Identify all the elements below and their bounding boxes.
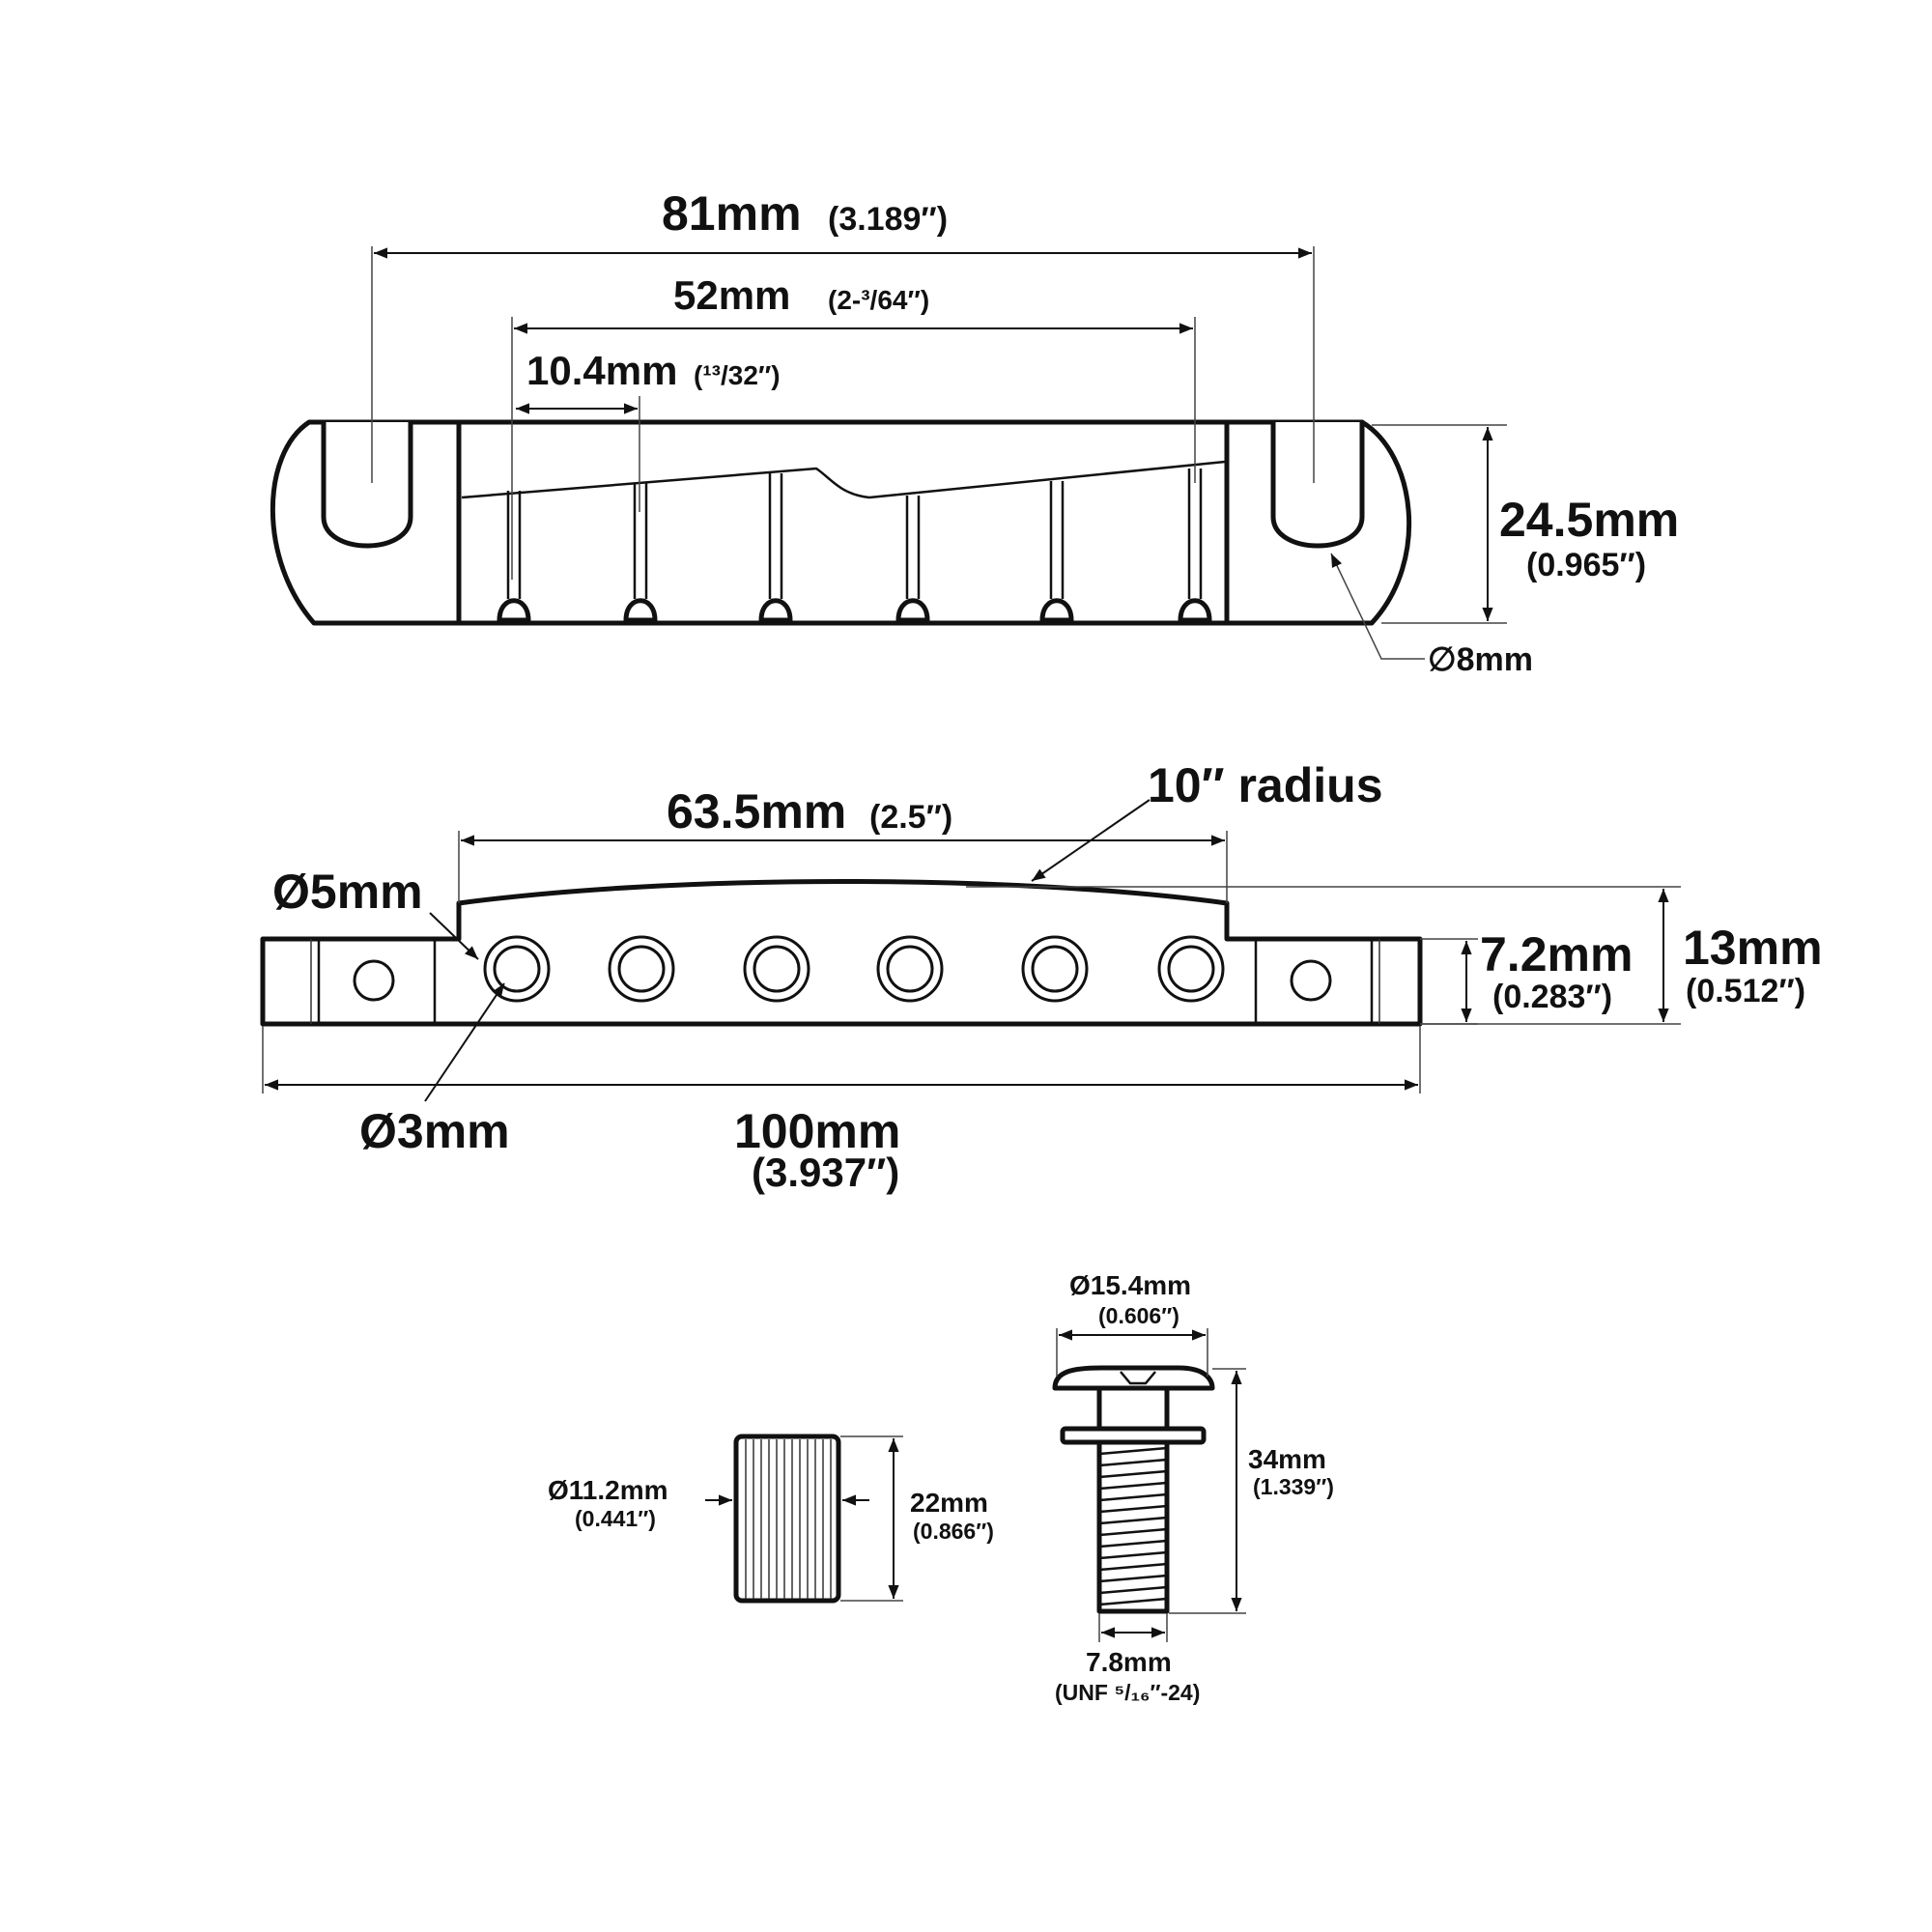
tailpiece-top-view — [270, 419, 1412, 626]
radius-leader — [1031, 799, 1151, 882]
string-channels — [497, 469, 1212, 623]
bevel-hole-leader — [429, 912, 479, 960]
string-channel — [497, 491, 531, 623]
stud-neck — [1096, 1385, 1170, 1432]
front-view-dimensions: 63.5mm (2.5″) 10″ radius Ø5mm Ø3mm 100mm… — [262, 758, 1823, 1195]
total-length-label: 100mm — [734, 1104, 900, 1158]
height-imperial: (0.965″) — [1526, 547, 1646, 583]
total-length-imperial: (3.937″) — [752, 1150, 899, 1195]
thumbwheel-knurling — [745, 1439, 832, 1599]
left-mounting-hole — [353, 959, 395, 1002]
hole-span-label: 63.5mm — [667, 784, 846, 838]
tailpiece-body — [456, 419, 1230, 626]
right-mounting-hole — [1290, 959, 1332, 1002]
overall-span-imperial: (3.189″) — [828, 201, 948, 238]
tailpiece-front-view — [260, 879, 1423, 1027]
string-channel — [1178, 469, 1212, 623]
bevel-hole-label: Ø5mm — [272, 865, 423, 919]
slot-diameter-label: ∅8mm — [1428, 641, 1533, 678]
top-view-dimensions: 81mm (3.189″) 52mm (2-³/64″) 10.4mm (¹³/… — [371, 186, 1679, 678]
stud-thread-lines — [1098, 1446, 1168, 1606]
stud-thread — [1096, 1439, 1170, 1614]
right-stud-slot — [1270, 419, 1365, 549]
string-channel — [623, 483, 658, 623]
end-height-label: 7.2mm — [1480, 927, 1633, 981]
string-channel — [895, 496, 930, 623]
string-hole — [1157, 935, 1225, 1003]
thumbwheel-diameter-imperial: (0.441″) — [575, 1506, 656, 1531]
string-hole — [608, 935, 675, 1003]
overall-span-label: 81mm — [662, 186, 802, 241]
string-hole — [483, 935, 551, 1003]
string-spacing-label: 10.4mm — [526, 348, 677, 393]
height-label: 24.5mm — [1499, 493, 1679, 547]
string-hole — [1021, 935, 1089, 1003]
sloped-face-edge — [461, 460, 1226, 499]
front-view-body — [260, 879, 1423, 1027]
stud-head-diameter-imperial: (0.606″) — [1098, 1303, 1179, 1328]
post-span-label: 52mm — [673, 272, 790, 318]
string-hole — [743, 935, 810, 1003]
string-hole-label: Ø3mm — [359, 1104, 510, 1158]
radius-label: 10″ radius — [1148, 758, 1383, 812]
stud-thread-diameter-label: 7.8mm — [1086, 1647, 1172, 1677]
stud-length-label: 34mm — [1248, 1444, 1326, 1474]
left-stud-slot — [321, 419, 413, 549]
stud-thread-diameter-imperial: (UNF ⁵/₁₆″-24) — [1055, 1680, 1200, 1705]
string-channel — [758, 473, 793, 623]
post-span-imperial: (2-³/64″) — [828, 285, 929, 315]
thumbwheel: Ø11.2mm (0.441″) 22mm (0.866″) — [548, 1434, 994, 1604]
thumbwheel-diameter-label: Ø11.2mm — [548, 1475, 668, 1505]
mounting-stud: Ø15.4mm (0.606″) 34mm (1.339″) 7.8mm (UN… — [1052, 1270, 1334, 1705]
center-height-label: 13mm — [1683, 921, 1823, 975]
end-height-imperial: (0.283″) — [1492, 979, 1612, 1015]
string-channel — [1039, 481, 1074, 623]
string-hole — [876, 935, 944, 1003]
stud-head-diameter-label: Ø15.4mm — [1069, 1270, 1191, 1300]
hole-span-imperial: (2.5″) — [869, 799, 952, 836]
center-height-imperial: (0.512″) — [1686, 973, 1805, 1009]
string-spacing-imperial: (¹³/32″) — [694, 360, 781, 390]
thumbwheel-height-label: 22mm — [910, 1488, 988, 1518]
stud-head — [1052, 1365, 1215, 1391]
thumbwheel-height-imperial: (0.866″) — [913, 1519, 994, 1544]
stud-length-imperial: (1.339″) — [1253, 1474, 1334, 1499]
